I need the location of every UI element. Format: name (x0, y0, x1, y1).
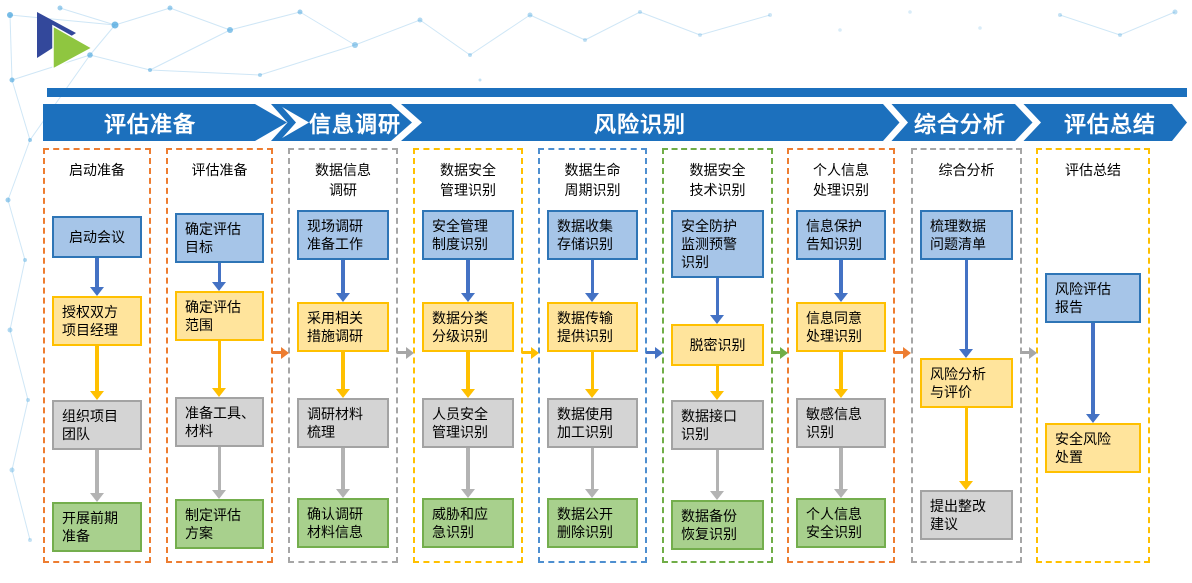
step-box: 梳理数据 问题清单 (920, 210, 1013, 260)
arrow-down-icon (833, 260, 849, 302)
step-box: 数据备份 恢复识别 (671, 500, 764, 550)
column-title: 评估准备 (191, 162, 248, 178)
column-shuju-anquan-jishu: 数据安全 技术识别 安全防护 监测预警 识别 脱密识别 数据接口 识别 数据备份… (662, 148, 773, 563)
step-box: 个人信息 安全识别 (796, 498, 886, 548)
arrow-down-icon (710, 278, 726, 324)
column-pinggu-zhunbei: 评估准备 确定评估 目标 确定评估 范围 准备工具、 材料 制定评估 方案 (166, 148, 273, 563)
arrow-down-icon (212, 341, 228, 397)
arrow-down-icon (710, 450, 726, 500)
column-zonghe-fenxi: 综合分析 梳理数据 问题清单 风险分析 与评价 提出整改 建议 (911, 148, 1022, 563)
step-box: 制定评估 方案 (175, 499, 264, 549)
arrow-down-icon (460, 260, 476, 302)
arrow-right-icon (771, 346, 788, 359)
column-title: 数据生命 周期识别 (564, 162, 621, 198)
arrow-right-icon (894, 346, 911, 359)
step-box: 准备工具、 材料 (175, 397, 264, 447)
column-qidong-zhunbei: 启动准备 启动会议 授权双方 项目经理 组织项目 团队 开展前期 准备 (43, 148, 151, 563)
arrow-down-icon (89, 346, 105, 400)
step-box: 开展前期 准备 (52, 502, 142, 552)
arrow-down-icon (460, 352, 476, 398)
column-pinggu-zongjie: 评估总结 风险评估 报告 安全风险 处置 (1036, 148, 1150, 563)
arrow-down-icon (585, 352, 601, 398)
step-box: 授权双方 项目经理 (52, 296, 142, 346)
arrow-down-icon (833, 352, 849, 398)
column-title: 评估总结 (1065, 162, 1121, 178)
arrow-right-icon (646, 346, 663, 359)
step-box: 数据公开 删除识别 (547, 498, 638, 548)
arrow-down-icon (335, 260, 351, 302)
step-box: 威胁和应 急识别 (422, 498, 514, 548)
step-box: 安全管理 制度识别 (422, 210, 514, 260)
column-shuju-xinxi-diaoyan: 数据信息 调研 现场调研 准备工作 采用相关 措施调研 调研材料 梳理 确认调研… (288, 148, 398, 563)
stage-label-pinggu-zongjie: 评估总结 (1063, 111, 1157, 137)
step-box: 调研材料 梳理 (297, 398, 389, 448)
arrow-down-icon (585, 448, 601, 498)
step-box: 风险评估 报告 (1045, 273, 1141, 323)
arrow-down-icon (833, 448, 849, 498)
arrow-right-icon (522, 346, 539, 359)
chevron-separator-icon (1015, 104, 1041, 141)
arrow-down-icon (959, 260, 975, 358)
step-box: 确定评估 目标 (175, 213, 264, 263)
step-box: 安全风险 处置 (1045, 423, 1141, 473)
column-title: 数据安全 技术识别 (689, 162, 746, 198)
arrow-right-icon (1020, 346, 1037, 359)
step-box: 现场调研 准备工作 (297, 210, 389, 260)
arrow-down-icon (212, 447, 228, 499)
stage-banner: 评估准备 信息调研 风险识别 综合分析 评估总结 (43, 104, 1187, 141)
step-box: 脱密识别 (671, 324, 764, 366)
chevron-separator-icon (883, 104, 908, 141)
step-box: 确定评估 范围 (175, 291, 264, 341)
stage-label-pinggu-zhunbei: 评估准备 (103, 111, 197, 137)
column-title: 数据安全 管理识别 (440, 162, 496, 198)
arrow-down-icon (335, 352, 351, 398)
arrow-right-icon (397, 346, 414, 359)
step-box: 敏感信息 识别 (796, 398, 886, 448)
step-box: 数据收集 存储识别 (547, 210, 638, 260)
divider-bar (47, 88, 1187, 97)
column-geren-xinxi-chuli: 个人信息 处理识别 信息保护 告知识别 信息同意 处理识别 敏感信息 识别 个人… (787, 148, 895, 563)
column-title: 启动准备 (69, 162, 125, 178)
step-box: 风险分析 与评价 (920, 358, 1013, 408)
stage-label-xinxi-diaoyan: 信息调研 (308, 111, 402, 137)
column-title: 数据信息 调研 (315, 162, 371, 198)
arrow-down-icon (460, 448, 476, 498)
arrow-down-icon (212, 263, 228, 291)
step-box: 数据使用 加工识别 (547, 398, 638, 448)
arrow-down-icon (959, 408, 975, 490)
arrow-down-icon (89, 258, 105, 296)
step-box: 人员安全 管理识别 (422, 398, 514, 448)
step-box: 安全防护 监测预警 识别 (671, 210, 764, 278)
arrow-down-icon (89, 450, 105, 502)
column-shuju-anquan-guanli: 数据安全 管理识别 安全管理 制度识别 数据分类 分级识别 人员安全 管理识别 … (413, 148, 523, 563)
column-shuju-shengming-zhouqi: 数据生命 周期识别 数据收集 存储识别 数据传输 提供识别 数据使用 加工识别 … (538, 148, 647, 563)
step-box: 数据传输 提供识别 (547, 302, 638, 352)
column-title: 个人信息 处理识别 (813, 162, 869, 198)
step-box: 组织项目 团队 (52, 400, 142, 450)
step-box: 数据分类 分级识别 (422, 302, 514, 352)
stage-label-zonghe-fenxi: 综合分析 (913, 111, 1007, 137)
column-title: 综合分析 (938, 162, 995, 178)
arrow-down-icon (710, 366, 726, 400)
step-box: 采用相关 措施调研 (297, 302, 389, 352)
step-box: 数据接口 识别 (671, 400, 764, 450)
stage-label-fengxian-shibie: 风险识别 (593, 111, 687, 137)
arrow-right-icon (272, 346, 289, 359)
arrow-down-icon (335, 448, 351, 498)
arrow-down-icon (585, 260, 601, 302)
step-box: 信息同意 处理识别 (796, 302, 886, 352)
step-box: 信息保护 告知识别 (796, 210, 886, 260)
arrow-down-icon (1085, 323, 1101, 423)
step-box: 确认调研 材料信息 (297, 498, 389, 548)
logo-icon (37, 12, 94, 71)
step-box: 启动会议 (52, 216, 142, 258)
step-box: 提出整改 建议 (920, 490, 1013, 540)
